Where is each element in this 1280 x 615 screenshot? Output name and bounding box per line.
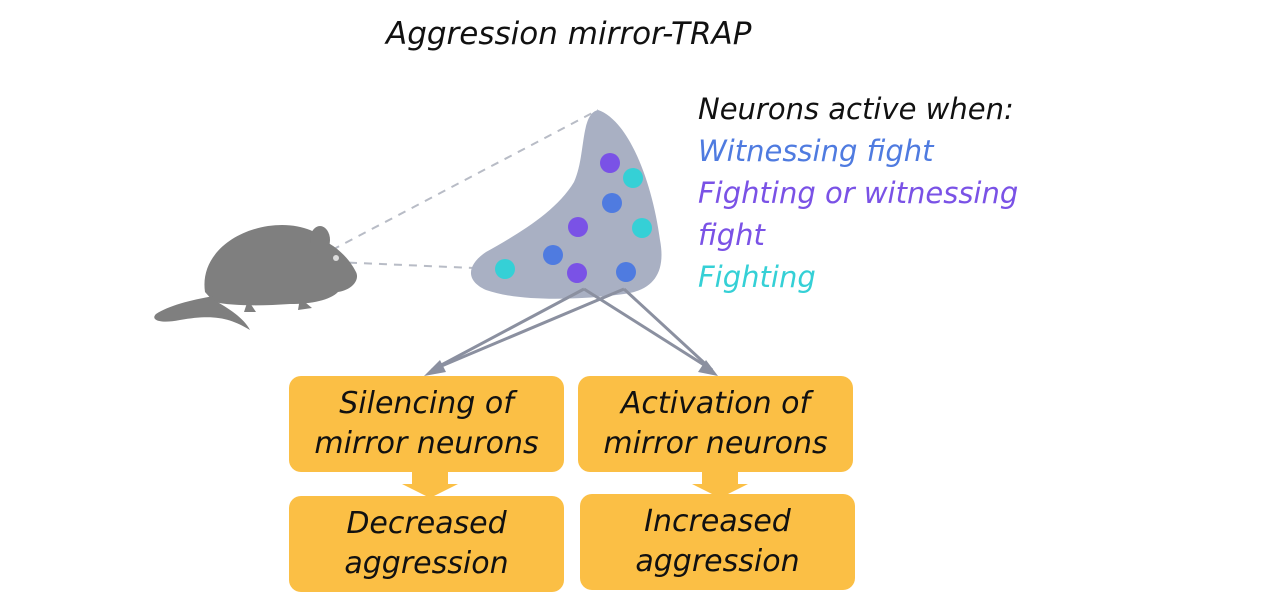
legend-item-fighting-or-witnessing: Fighting or witnessing <box>698 176 1019 210</box>
neuron-dot-fighting-or-witnessing <box>567 263 587 283</box>
down-arrow-right <box>692 472 748 498</box>
legend-item-witnessing: Witnessing fight <box>698 134 934 168</box>
legend: Neurons active when: Witnessing fight Fi… <box>698 88 1018 298</box>
legend-heading: Neurons active when: <box>698 92 1014 126</box>
arrow-to-activation-b <box>622 287 714 372</box>
arrowhead-activation <box>698 360 718 376</box>
neuron-dot-fighting <box>632 218 652 238</box>
mouse-eye <box>333 255 339 261</box>
box-silencing-line1: Silencing of <box>339 386 514 421</box>
legend-item-fighting: Fighting <box>698 260 816 294</box>
arrow-to-silencing-b <box>431 287 625 372</box>
arrow-to-activation-a <box>583 287 713 372</box>
down-arrow-left <box>402 472 458 498</box>
neuron-dot-witnessing <box>602 193 622 213</box>
neuron-dot-witnessing <box>616 262 636 282</box>
box-increased-line1: Increased <box>644 504 791 539</box>
box-decreased-line1: Decreased <box>346 506 507 541</box>
box-silencing: Silencing of mirror neurons <box>289 376 564 472</box>
box-silencing-line2: mirror neurons <box>314 426 539 461</box>
neuron-dot-fighting <box>623 168 643 188</box>
box-activation-line1: Activation of <box>620 386 811 421</box>
box-activation-line2: mirror neurons <box>603 426 828 461</box>
legend-item-fighting-or-witnessing-cont: fight <box>698 218 765 252</box>
neuron-dot-fighting-or-witnessing <box>568 217 588 237</box>
diagram-title: Aggression mirror-TRAP <box>386 16 752 52</box>
box-decreased-line2: aggression <box>344 546 509 581</box>
projection-line-upper <box>331 109 599 251</box>
box-decreased: Decreased aggression <box>289 496 564 592</box>
mouse-icon <box>154 224 358 330</box>
neuron-dot-fighting <box>495 259 515 279</box>
box-activation: Activation of mirror neurons <box>578 376 853 472</box>
arrowhead-silencing <box>424 360 446 376</box>
projection-line-lower <box>333 261 475 269</box>
neuron-dot-fighting-or-witnessing <box>600 153 620 173</box>
box-increased: Increased aggression <box>580 494 855 590</box>
neuron-dot-witnessing <box>543 245 563 265</box>
box-increased-line2: aggression <box>635 544 800 579</box>
arrow-to-silencing-a <box>431 287 585 372</box>
